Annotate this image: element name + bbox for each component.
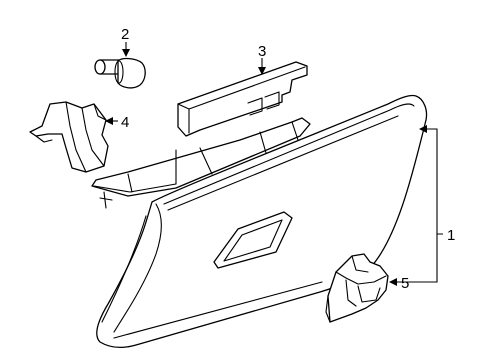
callout-1: 1 (447, 227, 455, 244)
callout-4: 4 (121, 114, 129, 131)
callout-3: 3 (258, 43, 266, 60)
hinge-bracket-part (29, 101, 109, 173)
leader-1-lower (398, 234, 438, 283)
leader-lines (105, 42, 443, 286)
glove-box-part (91, 94, 428, 349)
upper-rail-part (177, 61, 308, 137)
callout-2: 2 (121, 26, 129, 43)
leader-1-bracket (420, 128, 443, 235)
fastener-part (94, 57, 146, 89)
latch-part (325, 253, 389, 323)
callout-5: 5 (401, 275, 409, 292)
